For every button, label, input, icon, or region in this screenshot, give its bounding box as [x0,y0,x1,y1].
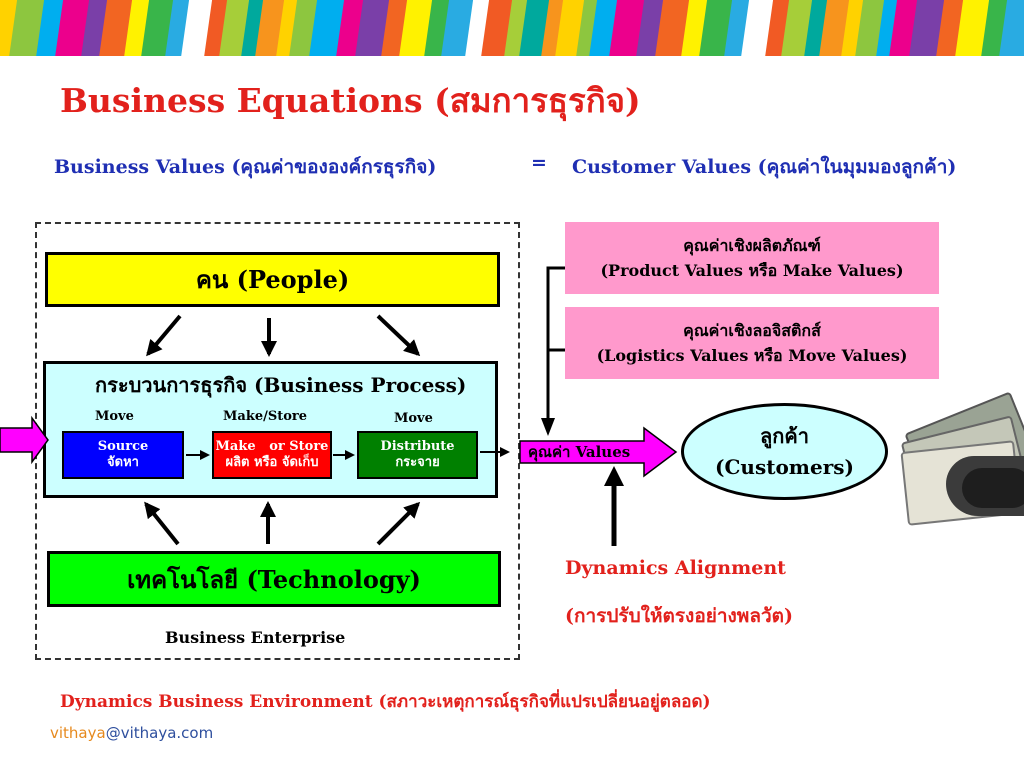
email-domain: @vithaya.com [105,724,214,742]
technology-box: เทคโนโลยี (Technology) [47,551,501,607]
equals-sign: = [531,152,547,174]
source-step-en: Source [97,439,149,454]
step-label-make-store: Make/Store [223,409,308,424]
contact-email: vithaya@vithaya.com [50,724,213,742]
source-step-th: จัดหา [107,455,139,470]
dynamics-alignment-arrowhead [604,466,624,486]
distribute-step-box: Distribute กระจาย [357,431,478,479]
money-hand-illustration [900,388,1024,538]
value-boxes-bracket [546,266,565,422]
product-values-th: คุณค่าเชิงผลิตภัณฑ์ [683,236,821,255]
distribute-step-en: Distribute [380,439,455,454]
email-user: vithaya [50,724,106,742]
customer-values-heading: Customer Values (คุณค่าในมุมมองลูกค้า) [572,156,957,178]
technology-to-process-arrow-left [144,501,180,546]
dynamics-alignment-label: Dynamics Alignment [565,557,786,579]
dynamics-environment-label: Dynamics Business Environment (สภาวะเหตุ… [60,692,711,712]
values-arrow-label: คุณค่า Values [528,443,631,461]
business-enterprise-label: Business Enterprise [165,628,346,647]
people-label: คน (People) [195,265,350,294]
step-label-move-2: Move [394,411,433,426]
source-step-box: Source จัดหา [62,431,184,479]
bracket-arrowhead [541,418,555,436]
distribute-step-th: กระจาย [395,455,440,470]
customers-en: (Customers) [715,454,854,479]
product-values-en: (Product Values หรือ Make Values) [600,261,904,280]
customers-th: ลูกค้า [760,423,809,448]
logistics-values-en: (Logistics Values หรือ Move Values) [596,346,908,365]
page-title: Business Equations (สมการธุรกิจ) [60,81,641,120]
product-values-box: คุณค่าเชิงผลิตภัณฑ์ (Product Values หรือ… [565,222,939,294]
business-process-title: กระบวนการธุรกิจ (Business Process) [95,373,467,397]
input-arrow [0,415,49,465]
business-values-heading: Business Values (คุณค่าขององค์กรธุรกิจ) [54,156,437,178]
make-store-step-en: Make or Store [215,439,329,454]
people-to-process-arrow-right [376,314,421,357]
logistics-values-box: คุณค่าเชิงลอจิสติกส์ (Logistics Values ห… [565,307,939,379]
technology-to-process-arrow-right [376,501,421,546]
customers-ellipse: ลูกค้า (Customers) [681,403,888,500]
step-label-move-1: Move [95,409,134,424]
people-box: คน (People) [45,252,500,307]
technology-label: เทคโนโลยี (Technology) [127,564,421,594]
people-to-process-arrow-left [146,314,182,357]
logistics-values-th: คุณค่าเชิงลอจิสติกส์ [683,321,821,340]
make-store-step-th: ผลิต หรือ จัดเก็บ [225,455,319,470]
dynamics-alignment-th-label: (การปรับให้ตรงอย่างพลวัต) [565,605,793,627]
values-arrow [519,426,678,478]
make-store-step-box: Make or Store ผลิต หรือ จัดเก็บ [212,431,332,479]
